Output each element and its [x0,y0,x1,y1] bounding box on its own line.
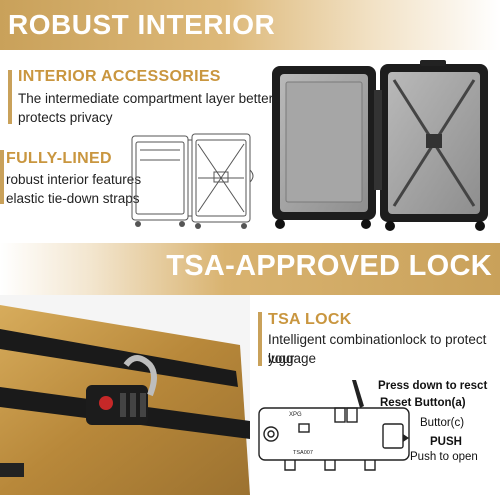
accent-bar-accessories [8,70,12,124]
lock-diagram: XPG TSA007 [258,380,410,471]
tsa-lock-photo [0,295,250,495]
press-down-label: Press down to resct [378,380,488,392]
push-label: PUSH [430,436,462,448]
accessories-heading: INTERIOR ACCESSORIES [18,68,221,85]
accent-bar-tsa [258,312,262,366]
mid-banner [0,243,500,295]
tsa-lock-line2: luggage [268,351,317,366]
tsa-lock-line1: Intelligent combinationlock to protect y… [268,332,487,366]
accessories-line2: protects privacy [18,110,113,125]
lock-code-top: XPG [289,412,302,418]
accessories-line1: The intermediate compartment layer bette… [18,91,274,106]
reset-button-label: Reset Button(a) [380,397,466,409]
accent-bar-fully-lined [0,150,4,204]
push-to-open-label: Push to open [410,451,478,463]
suitcase-line-drawing [131,133,254,229]
fully-lined-heading: FULLY-LINED [6,150,112,167]
tsa-lock-heading: TSA LOCK [268,311,352,328]
fully-lined-line2: elastic tie-down straps [6,191,140,206]
button-c-label: Buttor(c) [420,417,465,429]
lock-code-bottom: TSA007 [293,450,313,456]
fully-lined-line1: robust interior features [6,172,142,187]
top-banner-title: ROBUST INTERIOR [8,9,276,40]
open-suitcase-photo [272,60,488,231]
top-banner [0,0,500,50]
mid-banner-title: TSA-APPROVED LOCK [166,250,492,282]
